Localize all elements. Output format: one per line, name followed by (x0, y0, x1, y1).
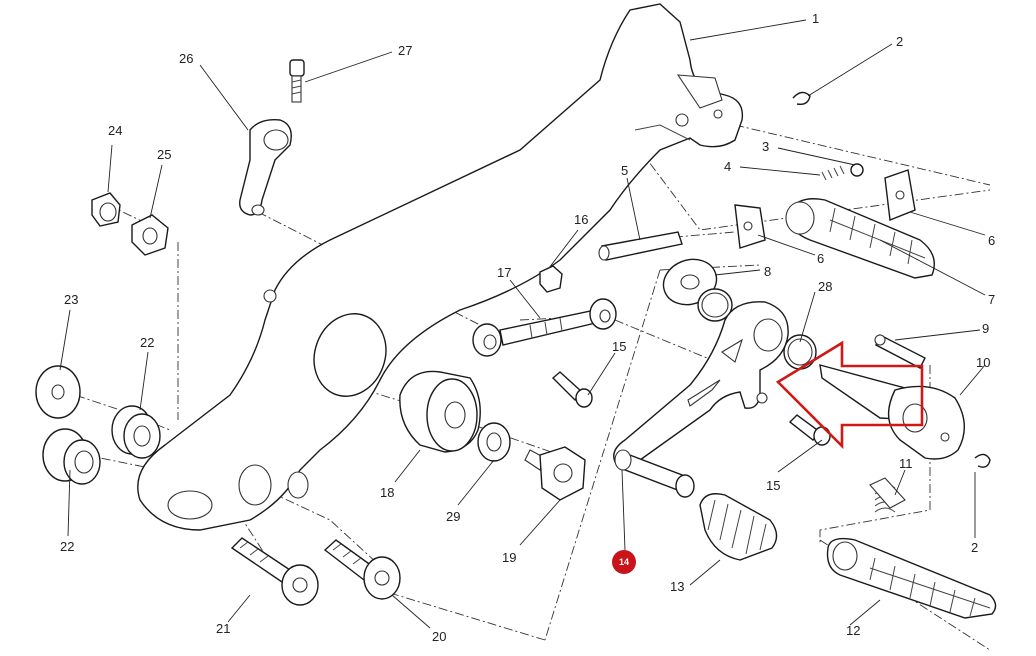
highlight-badge-14[interactable] (612, 550, 636, 574)
screw-27 (289, 59, 305, 103)
plate-6-upper (884, 169, 916, 221)
label-28: 28 (818, 279, 832, 294)
washer-29 (477, 422, 511, 462)
label-6-right: 6 (988, 233, 995, 248)
label-16: 16 (574, 212, 588, 227)
label-24: 24 (108, 123, 122, 138)
linkage-rod-17 (472, 298, 617, 357)
label-15-lower: 15 (766, 478, 780, 493)
nut-24 (91, 192, 121, 227)
plate-6-lower (734, 204, 766, 249)
label-22-lower: 22 (60, 539, 74, 554)
label-8: 8 (764, 264, 771, 279)
label-2-lower: 2 (971, 540, 978, 555)
label-17: 17 (497, 265, 511, 280)
label-4: 4 (724, 159, 731, 174)
screw-15-left (551, 371, 593, 408)
spring-4 (821, 165, 845, 181)
label-3: 3 (762, 139, 769, 154)
clip-2-upper (792, 91, 811, 106)
washer-23 (35, 365, 81, 419)
ball-3 (850, 163, 864, 177)
label-1: 1 (812, 11, 819, 26)
bushing-22-lower (42, 428, 101, 485)
roller-18 (399, 370, 481, 453)
label-25: 25 (157, 147, 171, 162)
label-7: 7 (988, 292, 995, 307)
pivot-pin-9 (874, 334, 926, 369)
label-12: 12 (846, 623, 860, 638)
label-15-upper: 15 (612, 339, 626, 354)
label-23: 23 (64, 292, 78, 307)
frame-bracket (137, 3, 744, 531)
label-18: 18 (380, 485, 394, 500)
shift-lever-14 (613, 301, 789, 498)
highlight-arrow (775, 340, 924, 450)
label-2-upper: 2 (896, 34, 903, 49)
label-19: 19 (502, 550, 516, 565)
pin-5 (598, 231, 683, 261)
nut-16 (539, 265, 563, 293)
oring-28-lower (783, 334, 817, 370)
label-29: 29 (446, 509, 460, 524)
leader-lines (59, 19, 986, 629)
label-10: 10 (976, 355, 990, 370)
label-5: 5 (621, 163, 628, 178)
label-11: 11 (899, 456, 913, 471)
label-21: 21 (216, 621, 230, 636)
footpeg-7 (785, 198, 935, 279)
screw-15-right (788, 414, 831, 446)
label-6-middle: 6 (817, 251, 824, 266)
label-14: 14 (619, 557, 629, 567)
bushing-22-upper (111, 405, 161, 459)
linkage-arm-26 (239, 119, 292, 216)
bolt-21 (230, 537, 319, 606)
label-20: 20 (432, 629, 446, 644)
label-27: 27 (398, 43, 412, 58)
bolt-20 (323, 539, 401, 600)
part-labels: 1 2 2 3 4 5 6 6 7 8 9 10 11 12 13 15 15 … (60, 11, 995, 644)
oring-28-upper (697, 288, 733, 322)
bolt-19 (524, 446, 586, 501)
label-13: 13 (670, 579, 684, 594)
label-9: 9 (982, 321, 989, 336)
label-22-upper: 22 (140, 335, 154, 350)
label-26: 26 (179, 51, 193, 66)
nut-25 (131, 214, 169, 256)
rubber-sleeve-13 (699, 493, 778, 561)
footpeg-12 (826, 537, 997, 619)
clip-2-lower (974, 453, 991, 468)
spring-11 (869, 477, 906, 513)
